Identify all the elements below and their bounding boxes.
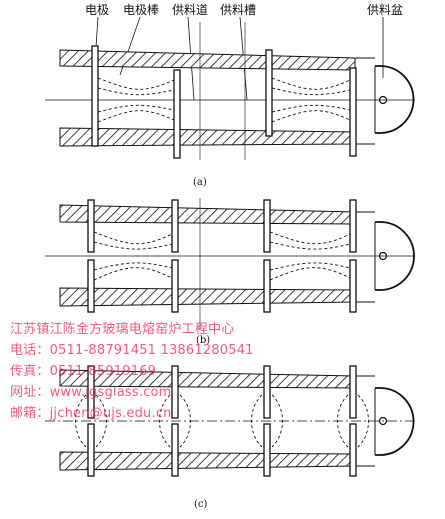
panel-b: (b) bbox=[45, 198, 415, 346]
watermark-company: 江苏镇江陈金方玻璃电熔窑炉工程中心 bbox=[10, 322, 235, 337]
panel-c: (c) bbox=[45, 365, 415, 510]
current-field-lines-c bbox=[75, 394, 369, 448]
caption-c: (c) bbox=[194, 499, 208, 510]
electrode-rods-b bbox=[87, 199, 357, 313]
feeder-basin-a bbox=[375, 65, 415, 134]
label-feeder-trough: 供料槽 bbox=[220, 3, 256, 17]
label-forehearth-channel: 供料道 bbox=[172, 3, 208, 17]
bottom-wall-b bbox=[59, 287, 356, 307]
current-field-lines-a bbox=[97, 77, 351, 123]
feeder-basin-c bbox=[375, 387, 415, 456]
watermark-email: 邮箱：jjchen@ujs.edu.cn bbox=[10, 406, 172, 421]
watermark-phone: 电话：0511-88791451 13861280541 bbox=[10, 343, 254, 358]
label-feeder-basin: 供料盆 bbox=[367, 3, 403, 17]
label-electrode: 电极 bbox=[85, 3, 109, 17]
panel-a: (a) bbox=[45, 22, 415, 188]
electrode-rods-c bbox=[87, 365, 357, 477]
caption-a: (a) bbox=[193, 177, 207, 188]
top-wall-b bbox=[59, 204, 356, 225]
electrode-rods-a bbox=[91, 45, 357, 159]
top-wall-a bbox=[59, 49, 356, 71]
bottom-wall-c bbox=[59, 451, 356, 471]
label-electrode-rod: 电极棒 bbox=[123, 3, 159, 17]
bottom-wall-a bbox=[59, 127, 356, 147]
orifice-c bbox=[378, 416, 388, 426]
watermark-website: 网址：www.jgsglass.com bbox=[10, 385, 172, 400]
caption-b: (b) bbox=[196, 335, 210, 346]
watermark-fax: 传真：0511-85919169 bbox=[10, 364, 157, 379]
current-field-lines-b bbox=[93, 231, 351, 281]
